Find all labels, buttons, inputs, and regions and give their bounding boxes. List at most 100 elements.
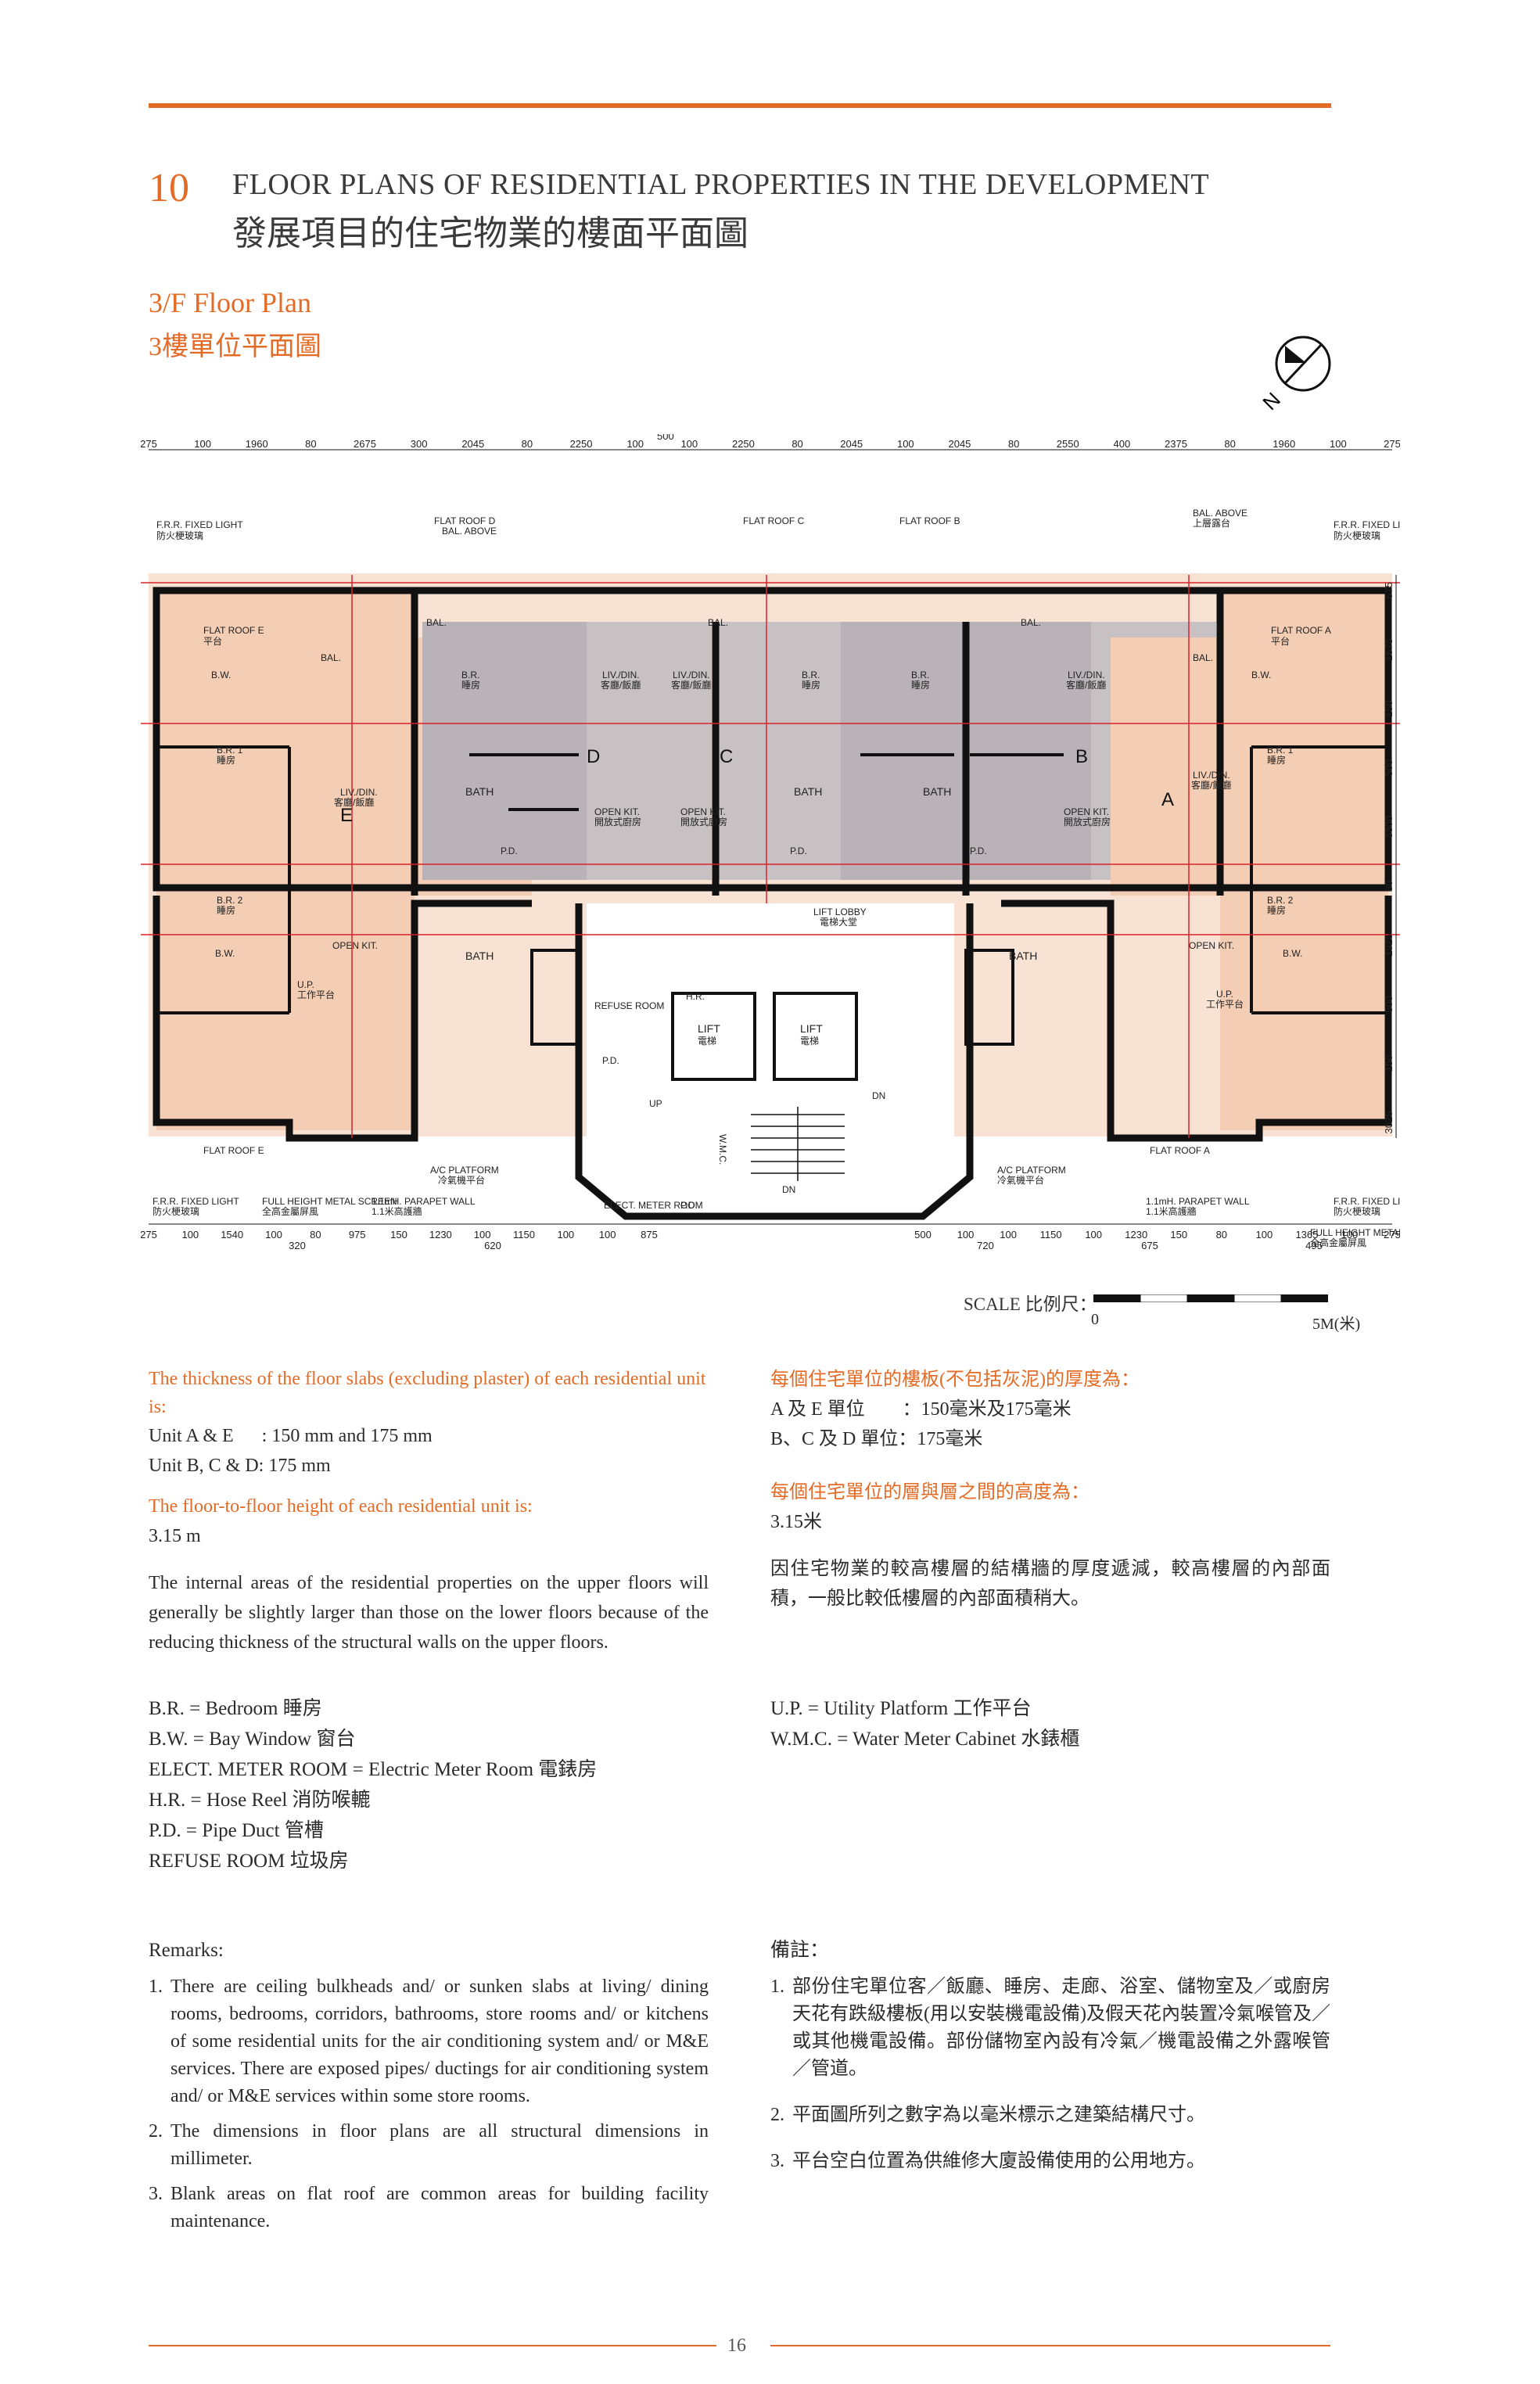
parapet-a-label: 1.1mH. PARAPET WALL [1146,1196,1250,1207]
svg-text:防火梗玻璃: 防火梗玻璃 [1334,530,1380,541]
remark-item: 3.平台空白位置為供維修大廈設備使用的公用地方。 [770,2151,1205,2171]
dimension-value: 975 [349,1229,366,1240]
pd-core-label: P.D. [602,1055,619,1066]
lift2-label: LIFT [800,1022,823,1035]
metal-screen-e-label: FULL HEIGHT METAL SCREEN [262,1196,397,1207]
frr-label-nw: F.R.R. FIXED LIGHT [156,519,243,530]
plan-title-en: 3/F Floor Plan [149,287,312,318]
legend-item: P.D. = Pipe Duct 管槽 [149,1820,324,1841]
slab-ae-zh: A 及 E 單位 ：150毫米及175毫米 [770,1399,1072,1420]
slab-heading-en: The thickness of the floor slabs (exclud… [149,1369,706,1417]
bal-above-a-label: BAL. ABOVE [1193,508,1247,519]
legend-item: H.R. = Hose Reel 消防喉轆 [149,1790,371,1811]
dimension-value: 100 [1000,1229,1017,1240]
unit-label-c: C [720,746,733,767]
dimension-value: 80 [1008,438,1019,450]
section-title-en: FLOOR PLANS OF RESIDENTIAL PROPERTIES IN… [232,168,1210,201]
pd-d-label: P.D. [501,846,518,856]
unit-label-a: A [1161,789,1174,810]
svg-text:客廳/飯廳: 客廳/飯廳 [1066,679,1106,691]
pd-c-label: P.D. [790,846,807,856]
bath-b-label: BATH [923,785,951,798]
dimension-value: 100 [474,1229,491,1240]
svg-text:電梯: 電梯 [800,1036,819,1047]
height-heading-zh: 每個住宅單位的層與層之間的高度為： [770,1482,1089,1503]
bal-c-label: BAL. [708,617,728,628]
dimension-value: 150 [1383,1055,1395,1072]
room-labels: F.R.R. FIXED LIGHT 防火梗玻璃 F.R.R. FIXED LI… [153,508,1400,1248]
svg-text:1.1米高護牆: 1.1米高護牆 [1146,1205,1197,1217]
unit-a-area [1111,591,1388,1130]
legend-item: ELECT. METER ROOM = Electric Meter Room … [149,1759,598,1780]
livdin-c-label: LIV./DIN. [673,670,710,680]
dimension-value: 100 [680,438,698,450]
svg-text:睡房: 睡房 [1267,754,1286,766]
page-number: 16 [727,2336,746,2356]
hr-label: H.R. [686,991,705,1002]
legend-item: REFUSE ROOM 垃圾房 [149,1851,349,1872]
dimension-value: 1925 [1383,934,1395,957]
bal-e-label: BAL. [321,652,341,663]
stair-dn2-label: DN [782,1184,795,1195]
openkit-b-label: OPEN KIT. [1064,806,1109,817]
bal-b-label: BAL. [1021,617,1041,628]
dimension-value: 2675 [354,438,376,450]
slab-bcd-en: Unit B, C & D: 175 mm [149,1456,331,1476]
frr-label-se: F.R.R. FIXED LIGHT [1334,1196,1400,1207]
bal-a-label: BAL. [1193,652,1213,663]
dimension-value: 1365 [1295,1229,1318,1240]
pd-core2-label: P.D. [680,1200,698,1211]
dimension-value: 100 [957,1229,975,1240]
livdin-d-label: LIV./DIN. [602,670,640,680]
dimension-value: 275 [141,1229,157,1240]
br2-e-label: B.R. 2 [217,895,243,906]
slab-bcd-zh: B、C 及 D 單位：175毫米 [770,1429,983,1449]
legend-right: U.P. = Utility Platform 工作平台 W.M.C. = Wa… [770,1693,1330,1754]
dimension-value: 320 [289,1240,306,1251]
dimension-value: 80 [522,438,533,450]
dimension-value: 2250 [732,438,755,450]
dimension-value: 80 [305,438,316,450]
dimension-value: 100 [557,1229,574,1240]
svg-text:電梯大堂: 電梯大堂 [820,917,857,928]
dimension-value: 3300 [1383,816,1395,838]
dimension-value: 1673 [1383,638,1395,661]
remark-item: 1.There are ceiling bulkheads and/ or su… [149,1976,709,2106]
bw-e-label: B.W. [211,670,231,680]
remarks-heading-en: Remarks: [149,1940,224,1961]
dimension-value: 620 [484,1240,501,1251]
br-c-label: B.R. [802,670,820,680]
dimension-value: 1230 [429,1229,452,1240]
ac-platform-a-label: A/C PLATFORM [997,1165,1066,1176]
specs-zh: 每個住宅單位的樓板(不包括灰泥)的厚度為： A 及 E 單位 ：150毫米及17… [770,1365,1330,1614]
wmc-label: W.M.C. [717,1134,728,1165]
lift-lobby-label: LIFT LOBBY [813,907,867,917]
svg-text:睡房: 睡房 [802,679,820,691]
openkit-a-label: OPEN KIT. [1189,940,1234,951]
dimension-value: 80 [310,1229,321,1240]
livdin-b-label: LIV./DIN. [1068,670,1105,680]
dimension-value: 100 [181,1229,199,1240]
livdin-e-label: LIV./DIN. [340,787,378,798]
svg-text:上層露台: 上層露台 [1193,517,1230,529]
height-value-en: 3.15 m [149,1526,201,1546]
dimension-value: 675 [1383,582,1395,599]
scale-bar [1093,1294,1328,1302]
scale-label: SCALE 比例尺： [964,1294,1097,1314]
dimension-value: 400 [1113,438,1130,450]
dimension-value: 675 [1141,1240,1158,1251]
remark-item: 2.平面圖所列之數字為以毫米標示之建築結構尺寸。 [770,2105,1205,2125]
svg-text:開放式廚房: 開放式廚房 [680,816,727,828]
bw-a-label: B.W. [1251,670,1271,680]
refuse-room-label: REFUSE ROOM [594,1000,664,1011]
height-value-zh: 3.15米 [770,1512,822,1532]
remarks-en: Remarks: 1.There are ceiling bulkheads a… [149,1936,709,2243]
svg-text:防火梗玻璃: 防火梗玻璃 [156,530,203,541]
flat-roof-e2-label: FLAT ROOF E [203,1145,264,1156]
svg-text:睡房: 睡房 [911,679,930,691]
remark-item: 1.部份住宅單位客／飯廳、睡房、走廊、浴室、儲物室及／或廚房天花有跌級樓板(用以… [770,1976,1330,2079]
frr-label-sw: F.R.R. FIXED LIGHT [153,1196,239,1207]
top-center-dim: 500 [657,434,674,442]
unit-label-b: B [1075,746,1088,767]
dimension-value: 1230 [1125,1229,1147,1240]
